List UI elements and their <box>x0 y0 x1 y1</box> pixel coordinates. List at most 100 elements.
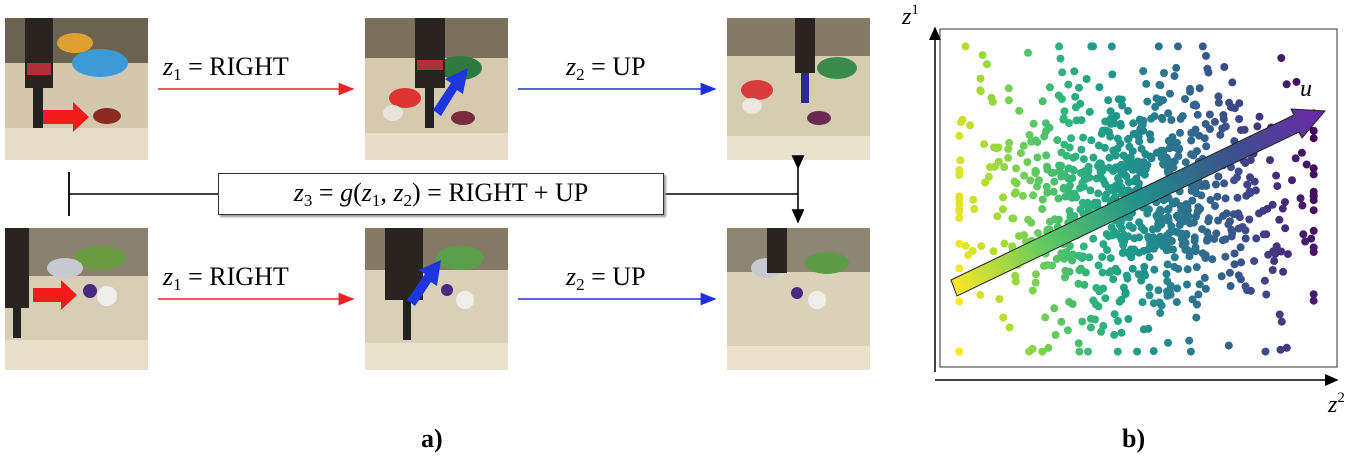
scatter-point <box>1181 95 1189 103</box>
scatter-point <box>1275 215 1284 224</box>
scatter-point <box>1149 347 1158 356</box>
scatter-point <box>1157 153 1166 162</box>
scatter-point <box>1114 317 1122 325</box>
scatter-point <box>1275 310 1284 319</box>
scatter-point <box>1034 229 1042 238</box>
scatter-point <box>1152 211 1161 220</box>
scatter-point <box>955 207 964 216</box>
scatter-point <box>1005 138 1014 147</box>
scatter-point <box>1043 162 1051 171</box>
scatter-point <box>1117 95 1126 104</box>
scatter-points <box>955 42 1318 356</box>
scatter-point <box>1228 78 1237 87</box>
scatter-point <box>1058 68 1067 77</box>
scatter-point <box>1145 291 1154 300</box>
scatter-point <box>1309 170 1318 179</box>
scatter-point <box>1067 134 1076 143</box>
scatter-point <box>1128 264 1137 273</box>
scatter-point <box>1102 190 1110 199</box>
scatter-point <box>981 178 990 187</box>
label-z2-up-row2: z2 = UP <box>566 262 646 294</box>
scatter-point <box>1000 163 1009 172</box>
scatter-point <box>1307 234 1316 243</box>
scatter-point <box>1226 217 1234 226</box>
scatter-point <box>1134 179 1143 188</box>
scatter-point <box>1042 151 1051 160</box>
scatter-point <box>1157 220 1166 229</box>
scatter-point <box>1121 290 1130 299</box>
scatter-point <box>1130 234 1139 243</box>
scatter-point <box>976 87 985 96</box>
scatter-point <box>1186 84 1194 93</box>
scatter-point <box>1033 153 1042 162</box>
scatter-point <box>1133 347 1142 356</box>
scatter-point <box>1162 244 1171 253</box>
scatter-point <box>1089 234 1098 243</box>
scatter-point <box>1023 158 1032 167</box>
scatter-point <box>1172 211 1181 220</box>
scatter-point <box>1128 224 1137 232</box>
scatter-point <box>976 290 985 299</box>
scatter-point <box>1065 207 1074 215</box>
scatter-point <box>1118 189 1126 198</box>
scatter-point <box>1004 84 1013 93</box>
scatter-point <box>984 172 993 181</box>
scatter-point <box>1291 154 1300 163</box>
scatter-point <box>1140 170 1149 179</box>
scatter-point <box>1189 128 1198 137</box>
scatter-point <box>1309 226 1318 235</box>
scatter-point <box>1064 80 1073 89</box>
scatter-point <box>1063 192 1072 201</box>
scatter-point <box>1105 153 1114 162</box>
scatter-point <box>1235 115 1244 123</box>
scatter-point <box>1278 204 1287 213</box>
scatter-point <box>1075 83 1083 92</box>
scatter-point <box>1201 179 1210 188</box>
scatter-point <box>1221 122 1230 131</box>
scatter-point <box>1309 134 1318 143</box>
scatter-point <box>1163 205 1172 214</box>
scatter-point <box>1235 99 1244 108</box>
scatter-point <box>1060 107 1069 116</box>
scatter-point <box>1204 214 1213 223</box>
scatter-point <box>1100 143 1109 152</box>
blue-arrow-icon-2 <box>407 260 441 306</box>
scatter-point <box>1079 133 1088 142</box>
scatter-point <box>1050 304 1059 313</box>
scatter-point <box>1268 266 1277 274</box>
scatter-point <box>1068 256 1077 265</box>
scatter-point <box>993 212 1002 221</box>
scatter-point <box>1070 67 1079 76</box>
scatter-point <box>1245 215 1254 224</box>
scatter-point <box>1094 189 1103 198</box>
scatter-point <box>1061 266 1070 275</box>
scatter-point <box>1138 298 1147 307</box>
scatter-point <box>1143 97 1152 106</box>
scatter-point <box>976 74 985 83</box>
scatter-point <box>1205 110 1214 119</box>
scatter-point <box>1004 145 1013 154</box>
x-axis-label: z2 <box>1327 390 1345 418</box>
scatter-point <box>1152 94 1161 103</box>
scatter-point <box>980 140 989 149</box>
scatter-point <box>1110 330 1119 339</box>
scatter-point <box>1098 253 1107 261</box>
scatter-point <box>1019 141 1028 150</box>
scatter-point <box>1302 160 1311 169</box>
scatter-point <box>999 193 1007 202</box>
scatter-point <box>1213 192 1222 201</box>
scatter-point <box>1106 107 1115 116</box>
scatter-point <box>1101 294 1110 303</box>
scatter-point <box>1071 152 1080 161</box>
composition-formula: z3 = g(z1, z2) = RIGHT + UP <box>293 177 589 210</box>
scatter-point <box>1188 295 1197 304</box>
scatter-point <box>1038 347 1047 356</box>
scatter-point <box>1105 268 1114 277</box>
scatter-point <box>1090 198 1099 207</box>
scatter-point <box>1250 257 1259 266</box>
scatter-point <box>1192 313 1201 322</box>
scatter-point <box>1179 237 1187 246</box>
scatter-point <box>1113 134 1122 143</box>
scatter-point <box>1040 132 1049 141</box>
scatter-point <box>1204 68 1213 77</box>
